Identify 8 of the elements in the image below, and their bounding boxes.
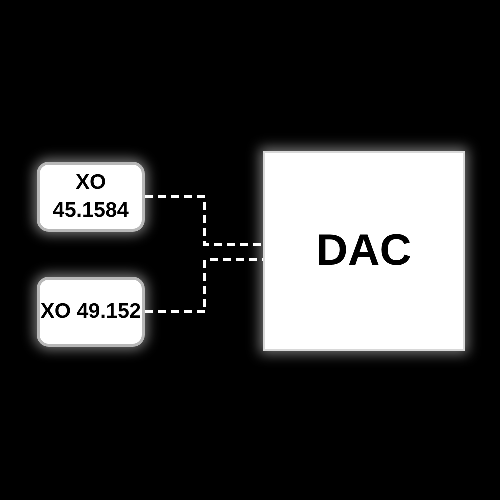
dac-box	[263, 151, 465, 351]
box-label: XO 49.152	[40, 298, 142, 325]
dashed-connector	[145, 196, 263, 246]
dashed-connector	[145, 258, 263, 314]
oscillator-box	[37, 277, 145, 347]
box-label: XO 45.1584	[52, 170, 130, 224]
box-label: DAC	[316, 225, 412, 278]
oscillator-box	[37, 162, 145, 232]
